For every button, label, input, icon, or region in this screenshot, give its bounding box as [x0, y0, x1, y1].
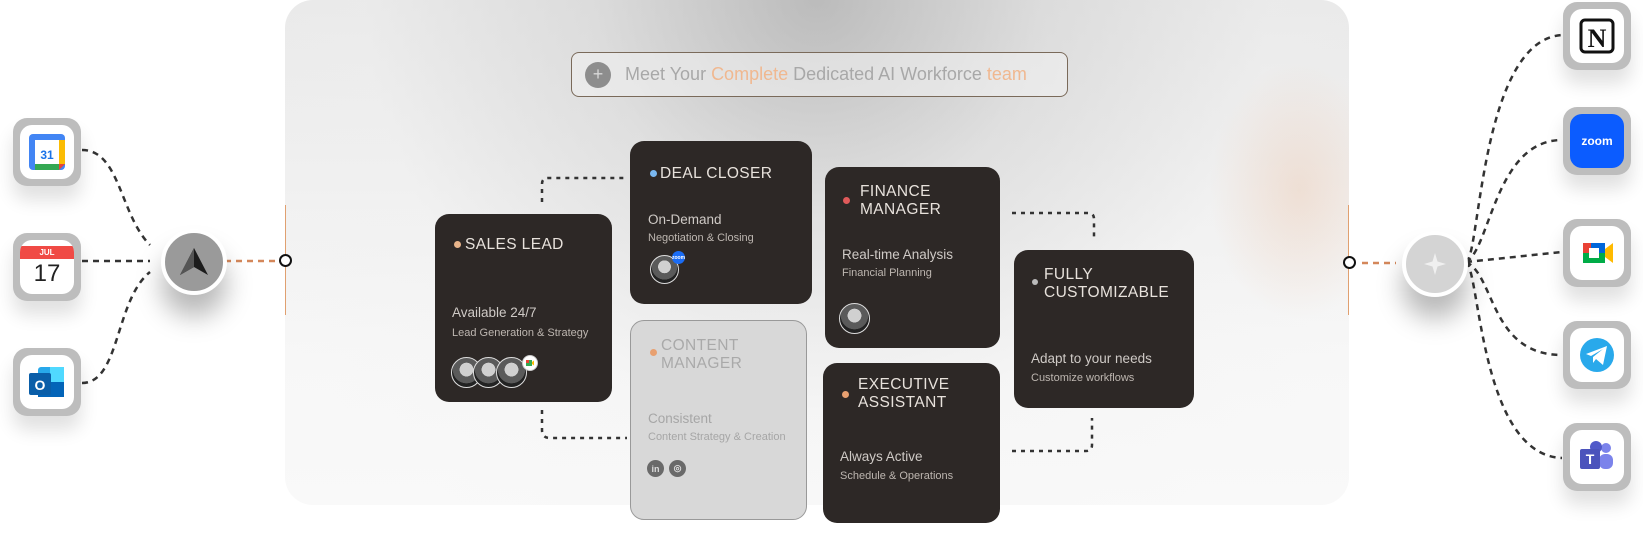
svg-text:O: O: [35, 377, 46, 393]
card-title: SALES LEAD: [465, 236, 564, 253]
apple-calendar-app[interactable]: JUL 17: [13, 233, 81, 301]
outlook-app[interactable]: O: [13, 348, 81, 416]
linkedin-icon[interactable]: in: [647, 460, 664, 477]
status-dot: [650, 170, 657, 177]
right-hub[interactable]: [1402, 231, 1468, 297]
svg-text:N: N: [1588, 24, 1607, 53]
card-availability: Adapt to your needs: [1031, 351, 1152, 366]
plus-icon[interactable]: +: [585, 61, 611, 88]
outlook-icon: O: [29, 367, 64, 397]
card-role: Negotiation & Closing: [648, 232, 754, 244]
notion-app[interactable]: N: [1563, 2, 1631, 70]
card-role: Lead Generation & Strategy: [452, 327, 589, 339]
status-dot: [1032, 279, 1038, 285]
telegram-app[interactable]: [1563, 321, 1631, 389]
logo-icon: [180, 248, 208, 275]
sales-lead-card[interactable]: SALES LEAD Available 24/7 Lead Generatio…: [435, 214, 612, 402]
status-dot: [650, 349, 657, 356]
headline-text: Meet Your Complete Dedicated AI Workforc…: [625, 64, 1027, 84]
card-availability: On-Demand: [648, 212, 722, 227]
right-port: [1343, 256, 1356, 269]
telegram-icon: [1580, 338, 1614, 372]
card-role: Customize workflows: [1031, 372, 1135, 384]
card-availability: Available 24/7: [452, 305, 537, 320]
headline-bar[interactable]: + Meet Your Complete Dedicated AI Workfo…: [571, 52, 1068, 97]
calendar-month: JUL: [20, 245, 74, 259]
google-meet-app[interactable]: [1563, 219, 1631, 287]
google-meet-icon: [1583, 243, 1613, 263]
card-title: DEAL CLOSER: [660, 165, 773, 182]
zoom-app[interactable]: zoom: [1563, 107, 1631, 175]
status-dot: [842, 391, 849, 398]
zoom-icon: zoom: [1581, 134, 1613, 148]
left-hub[interactable]: [161, 229, 227, 295]
zoom-badge-icon: zoom: [672, 251, 685, 264]
right-connectors: [1362, 33, 1563, 460]
card-availability: Consistent: [648, 411, 712, 426]
google-meet-badge-icon: [522, 355, 538, 371]
deal-closer-card[interactable]: DEAL CLOSER On-Demand Negotiation & Clos…: [630, 141, 812, 304]
card-role: Content Strategy & Creation: [648, 431, 786, 443]
status-dot: [843, 197, 850, 204]
svg-text:31: 31: [40, 148, 54, 162]
sparkle-icon: [1424, 253, 1446, 275]
card-role: Financial Planning: [842, 267, 932, 279]
teams-app[interactable]: T: [1563, 423, 1631, 491]
google-calendar-icon: 31: [29, 134, 65, 170]
left-connectors: [81, 148, 278, 385]
svg-text:T: T: [1586, 451, 1595, 467]
card-availability: Always Active: [840, 449, 923, 464]
card-availability: Real-time Analysis: [842, 247, 954, 262]
left-port: [279, 254, 292, 267]
calendar-day: 17: [33, 259, 61, 287]
avatar: [496, 357, 527, 388]
teams-icon: T: [1580, 441, 1613, 469]
card-role: Schedule & Operations: [840, 470, 954, 482]
notion-icon: N: [1579, 18, 1615, 54]
avatar: [839, 303, 870, 334]
instagram-icon[interactable]: ◎: [669, 460, 686, 477]
status-dot: [454, 241, 461, 248]
google-calendar-app[interactable]: 31: [13, 118, 81, 186]
